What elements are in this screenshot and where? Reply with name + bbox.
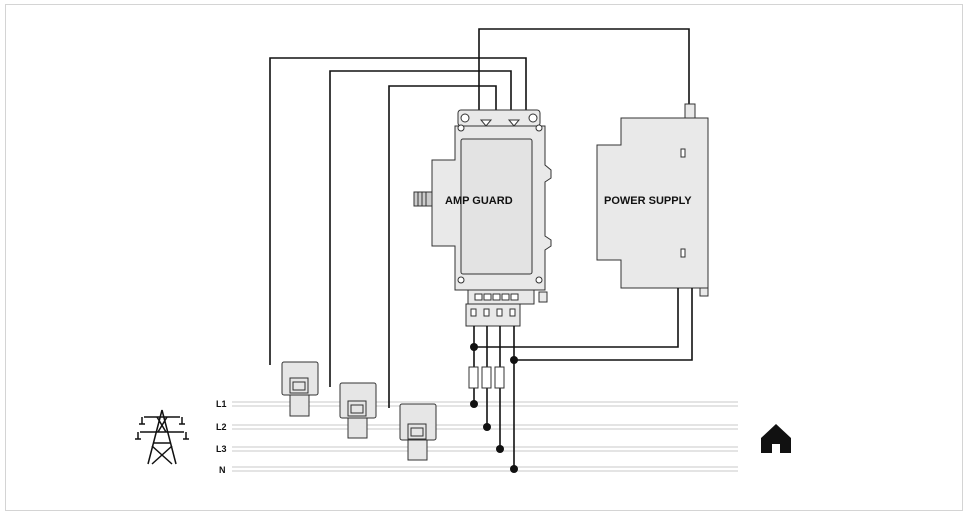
junction-dot	[470, 400, 478, 408]
ct-clamp-3-foot	[407, 439, 428, 461]
amp-guard-top-terminal	[457, 109, 541, 127]
ct-clamp-3-core	[410, 427, 424, 437]
screw-icon	[535, 124, 543, 132]
terminal-slot	[483, 293, 492, 301]
ct-wire-3	[388, 85, 497, 408]
terminal-slot	[501, 293, 510, 301]
terminal-icon	[507, 119, 521, 127]
house-icon	[761, 424, 791, 453]
junction-dot	[510, 465, 518, 473]
terminal-slot	[474, 293, 483, 301]
power-supply-tab	[699, 287, 709, 297]
ct-wires	[269, 28, 690, 408]
label-n: N	[219, 465, 226, 475]
ct-clamp-1	[281, 361, 319, 417]
power-supply-body	[596, 117, 709, 289]
supply-wiring	[468, 288, 693, 473]
ct-clamp-2-core	[350, 404, 364, 414]
label-l1: L1	[216, 399, 227, 409]
junction-dot	[510, 356, 518, 364]
amp-guard-tab	[538, 291, 548, 303]
power-pylon-icon	[135, 409, 189, 465]
ct-clamp-2	[339, 382, 377, 439]
power-supply-slot	[680, 248, 686, 258]
label-l3: L3	[216, 444, 227, 454]
amp-guard-label: AMP GUARD	[445, 195, 513, 207]
plug-pin	[496, 308, 503, 317]
screw-icon	[457, 124, 465, 132]
power-supply-label: POWER SUPPLY	[604, 195, 692, 207]
ct-clamp-1-foot	[289, 394, 310, 417]
ct-wire-1	[269, 57, 527, 365]
antenna-connector-icon	[413, 191, 433, 207]
ct-clamp-1-core	[292, 381, 306, 391]
plug-pin	[470, 308, 477, 317]
fuse-l3	[494, 366, 505, 389]
terminal-slot	[510, 293, 519, 301]
bus-lines	[232, 401, 738, 472]
power-supply-device: POWER SUPPLY	[596, 103, 709, 297]
terminal-icon	[479, 119, 493, 127]
supply-wire-top	[478, 28, 690, 120]
amp-guard-front-panel	[460, 138, 533, 275]
supply-wire-l1	[474, 288, 679, 348]
ct-wire-2	[329, 70, 512, 387]
plug-pin	[483, 308, 490, 317]
screw-icon	[528, 113, 538, 123]
junction-dot	[483, 423, 491, 431]
junction-dot	[470, 343, 478, 351]
plug-pin	[509, 308, 516, 317]
ct-clamp-3	[399, 403, 437, 461]
screw-icon	[457, 276, 465, 284]
power-supply-slot	[680, 148, 686, 158]
ct-clamp-2-foot	[347, 417, 368, 439]
screw-icon	[460, 113, 470, 123]
amp-guard-plug	[465, 303, 521, 327]
junction-dot	[496, 445, 504, 453]
terminal-slot	[492, 293, 501, 301]
power-supply-top-terminal	[684, 103, 696, 119]
label-l2: L2	[216, 422, 227, 432]
screw-icon	[535, 276, 543, 284]
fuse-l1	[468, 366, 479, 389]
fuse-l2	[481, 366, 492, 389]
amp-guard-device: AMP GUARD	[413, 109, 552, 327]
supply-wire-n	[514, 288, 693, 361]
